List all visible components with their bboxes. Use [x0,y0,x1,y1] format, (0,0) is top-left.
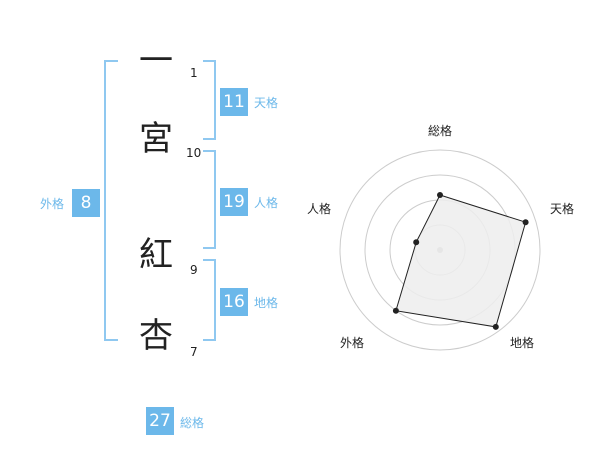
name-char-2: 宮 [139,119,173,159]
radar-ring-4 [339,149,541,351]
radar-axis-label-gaikaku: 外格 [340,336,365,350]
jinkaku-badge: 19 [220,188,248,216]
stroke-count-4: 7 [190,345,198,359]
radar-point-chikaku [492,323,499,330]
radar-axis-label-jinkaku: 人格 [307,202,332,216]
stroke-count-3: 9 [190,263,198,277]
stroke-count-2: 10 [186,146,202,160]
radar-point-soukaku [437,192,443,198]
stroke-count-1: 1 [190,66,198,80]
chikaku-badge: 16 [220,288,248,316]
radar-point-jinkaku [413,239,420,246]
gaikaku-bracket [104,60,118,341]
jinkaku-label: 人格 [254,196,279,210]
radar-score-shape [395,194,527,328]
gaikaku-badge: 8 [72,189,100,217]
soukaku-badge: 27 [146,407,174,435]
chikaku-bracket [203,259,216,341]
gaikaku-label: 外格 [40,197,65,211]
name-char-4: 杏 [139,316,173,356]
tenkaku-bracket [203,60,216,140]
chikaku-label: 地格 [254,296,279,310]
soukaku-label: 総格 [180,416,205,430]
tenkaku-badge: 11 [220,88,248,116]
radar-axis-label-tenkaku: 天格 [550,202,575,216]
name-char-1: 一 [139,41,173,81]
tenkaku-label: 天格 [254,96,279,110]
radar-axis-label-soukaku: 総格 [428,124,453,138]
jinkaku-bracket [203,150,216,249]
radar-axis-label-chikaku: 地格 [510,336,535,350]
fortune-radar-chart [339,149,541,351]
radar-point-gaikaku [392,307,399,314]
name-char-3: 紅 [139,235,173,275]
radar-score-points [392,192,529,330]
radar-point-tenkaku [522,219,529,226]
